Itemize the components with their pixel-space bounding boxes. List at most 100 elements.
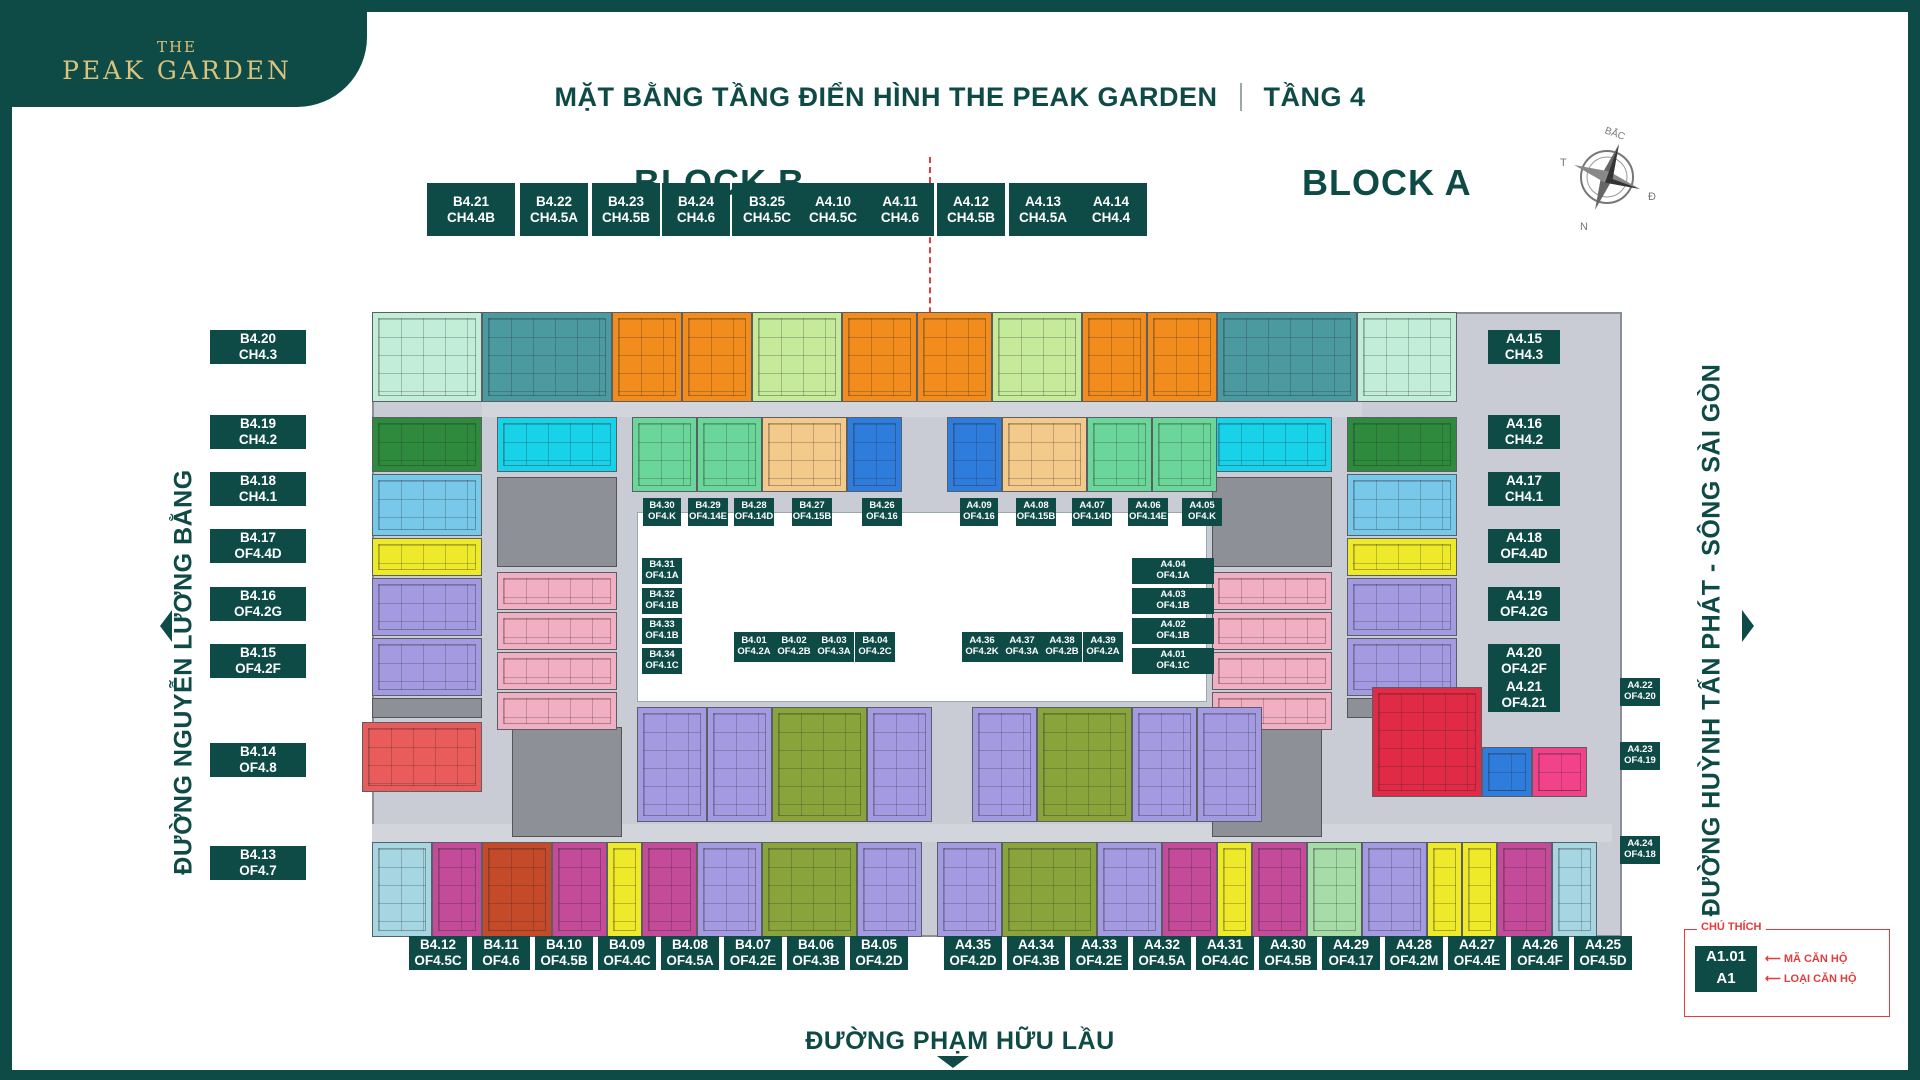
unit-code: A4.06 [1135,500,1161,512]
unit-code: A4.07 [1079,500,1105,512]
courtyard [637,512,1207,702]
service-core [512,727,622,837]
unit-type: OF4.2M [1389,953,1439,968]
unit-code: A4.19 [1505,588,1543,604]
unit-type: OF4.14D [1072,511,1112,522]
unit-type: OF4.1A [1156,570,1190,581]
unit-room [497,692,617,730]
unit-type: OF4.16 [866,511,898,522]
unit-code: A4.29 [1332,937,1370,953]
unit-type: OF4.16 [963,511,995,522]
unit-type: OF4.15B [1016,511,1056,522]
unit-code: A4.37 [1009,635,1035,647]
unit-type: CH4.6 [676,209,716,225]
unit-room [1217,842,1252,937]
unit-code: B4.34 [649,649,675,661]
unit-type: OF4.2D [949,953,997,968]
unit-type: CH4.2 [238,432,278,447]
unit-type: OF4.5A [666,953,714,968]
unit-type: CH4.3 [1504,347,1544,362]
unit-room [697,417,762,492]
unit-code: A4.03 [1160,589,1186,601]
unit-room [1427,842,1462,937]
unit-type: OF4.4D [234,546,282,561]
unit-type: CH4.1 [238,489,278,504]
unit-room [632,417,697,492]
